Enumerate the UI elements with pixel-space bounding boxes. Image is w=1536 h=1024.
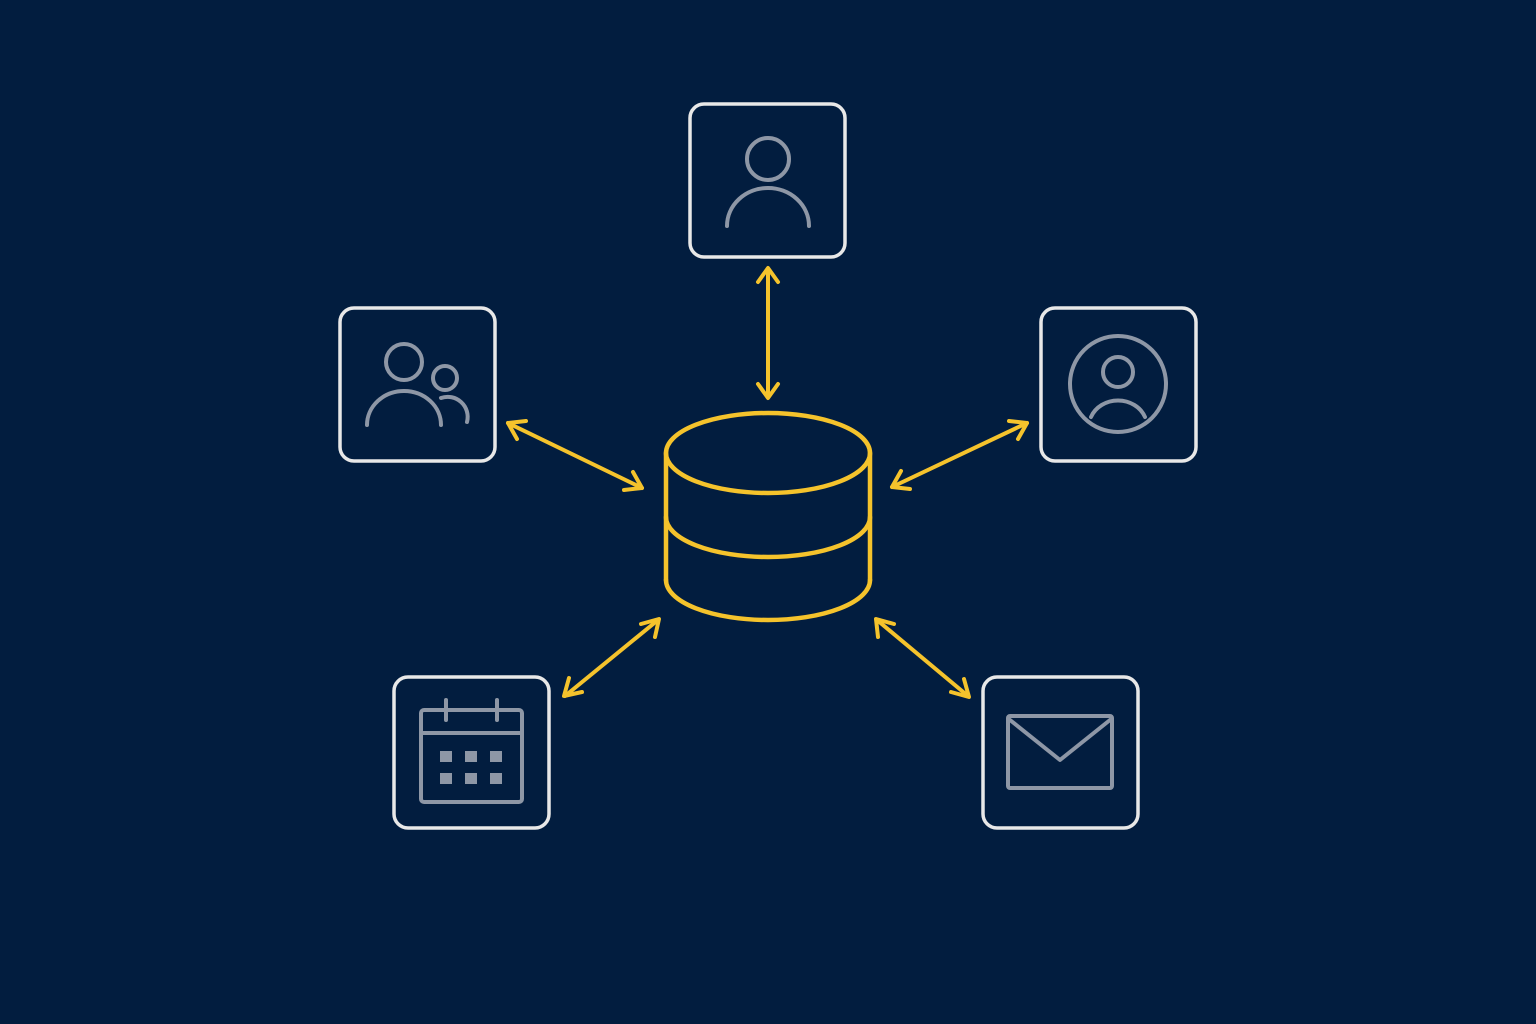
- node-user-circle[interactable]: [1039, 306, 1198, 463]
- database-icon: [663, 410, 873, 623]
- node-user[interactable]: [688, 102, 847, 259]
- mail-icon: [1006, 714, 1114, 790]
- node-mail[interactable]: [981, 675, 1140, 830]
- user-icon: [725, 136, 811, 228]
- connectors: [506, 266, 1029, 699]
- node-calendar[interactable]: [392, 675, 551, 830]
- node-user-frame: [688, 102, 847, 259]
- node-users-group[interactable]: [338, 306, 497, 463]
- connector-users-group: [506, 419, 644, 492]
- user-circle-icon: [1068, 334, 1168, 434]
- node-user-circle-frame: [1039, 306, 1198, 463]
- node-users-group-frame: [338, 306, 497, 463]
- connector-user: [756, 266, 780, 400]
- users-group-icon: [365, 342, 470, 427]
- calendar-icon: [419, 698, 524, 804]
- connector-mail: [874, 617, 971, 699]
- connector-calendar: [562, 617, 661, 698]
- node-mail-frame: [981, 675, 1140, 830]
- connector-user-circle: [890, 419, 1029, 491]
- node-calendar-frame: [392, 675, 551, 830]
